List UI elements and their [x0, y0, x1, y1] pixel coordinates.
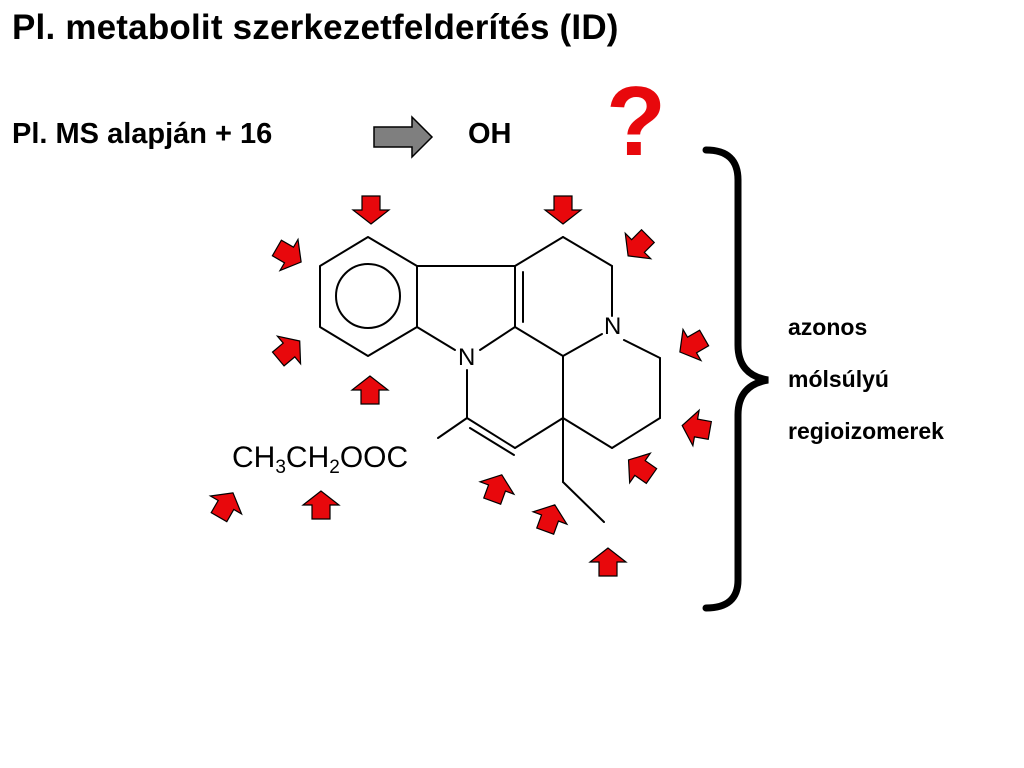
page-title: Pl. metabolit szerkezetfelderítés (ID) — [12, 8, 619, 47]
isomer-label-line-1: azonos — [788, 314, 868, 340]
indole-nitrogen-label: N — [458, 344, 476, 371]
ester-sub-3: 3 — [275, 457, 286, 478]
isomer-label-line-2: mólsúlyú — [788, 366, 889, 392]
red-arrow-icon — [271, 237, 302, 272]
red-arrow-icon — [208, 492, 243, 523]
curly-brace-icon — [702, 146, 769, 612]
ms-hint-text: Pl. MS alapján + 16 — [12, 118, 273, 150]
red-arrow-icon — [271, 335, 302, 367]
red-arrow-icon — [679, 327, 710, 362]
oh-substituent-label: OH — [468, 118, 512, 150]
red-arrow-icon — [624, 228, 656, 260]
red-arrow-icon — [627, 452, 658, 485]
amine-nitrogen-label: N — [604, 313, 622, 340]
ester-ooc: OOC — [339, 441, 409, 474]
red-arrow-icon — [531, 504, 569, 536]
red-arrow-icon — [350, 375, 390, 405]
ester-ch-2: CH — [285, 441, 330, 474]
ester-ch-1: CH — [232, 441, 276, 474]
benzene-aromatic-circle — [335, 263, 401, 329]
question-mark: ? — [606, 66, 666, 176]
isomer-label-line-3: regioizomerek — [788, 418, 944, 444]
ester-sub-2: 2 — [329, 457, 340, 478]
red-arrow-icon — [588, 547, 628, 577]
red-arrow-icon — [478, 474, 516, 506]
red-arrow-icon — [351, 195, 391, 225]
red-arrow-icon — [681, 408, 713, 448]
ethyl-ester-label: CH3CH2OOC — [232, 441, 409, 478]
red-arrow-icon — [543, 195, 583, 225]
red-arrow-icon — [301, 490, 341, 520]
grey-right-arrow-icon — [373, 115, 434, 159]
